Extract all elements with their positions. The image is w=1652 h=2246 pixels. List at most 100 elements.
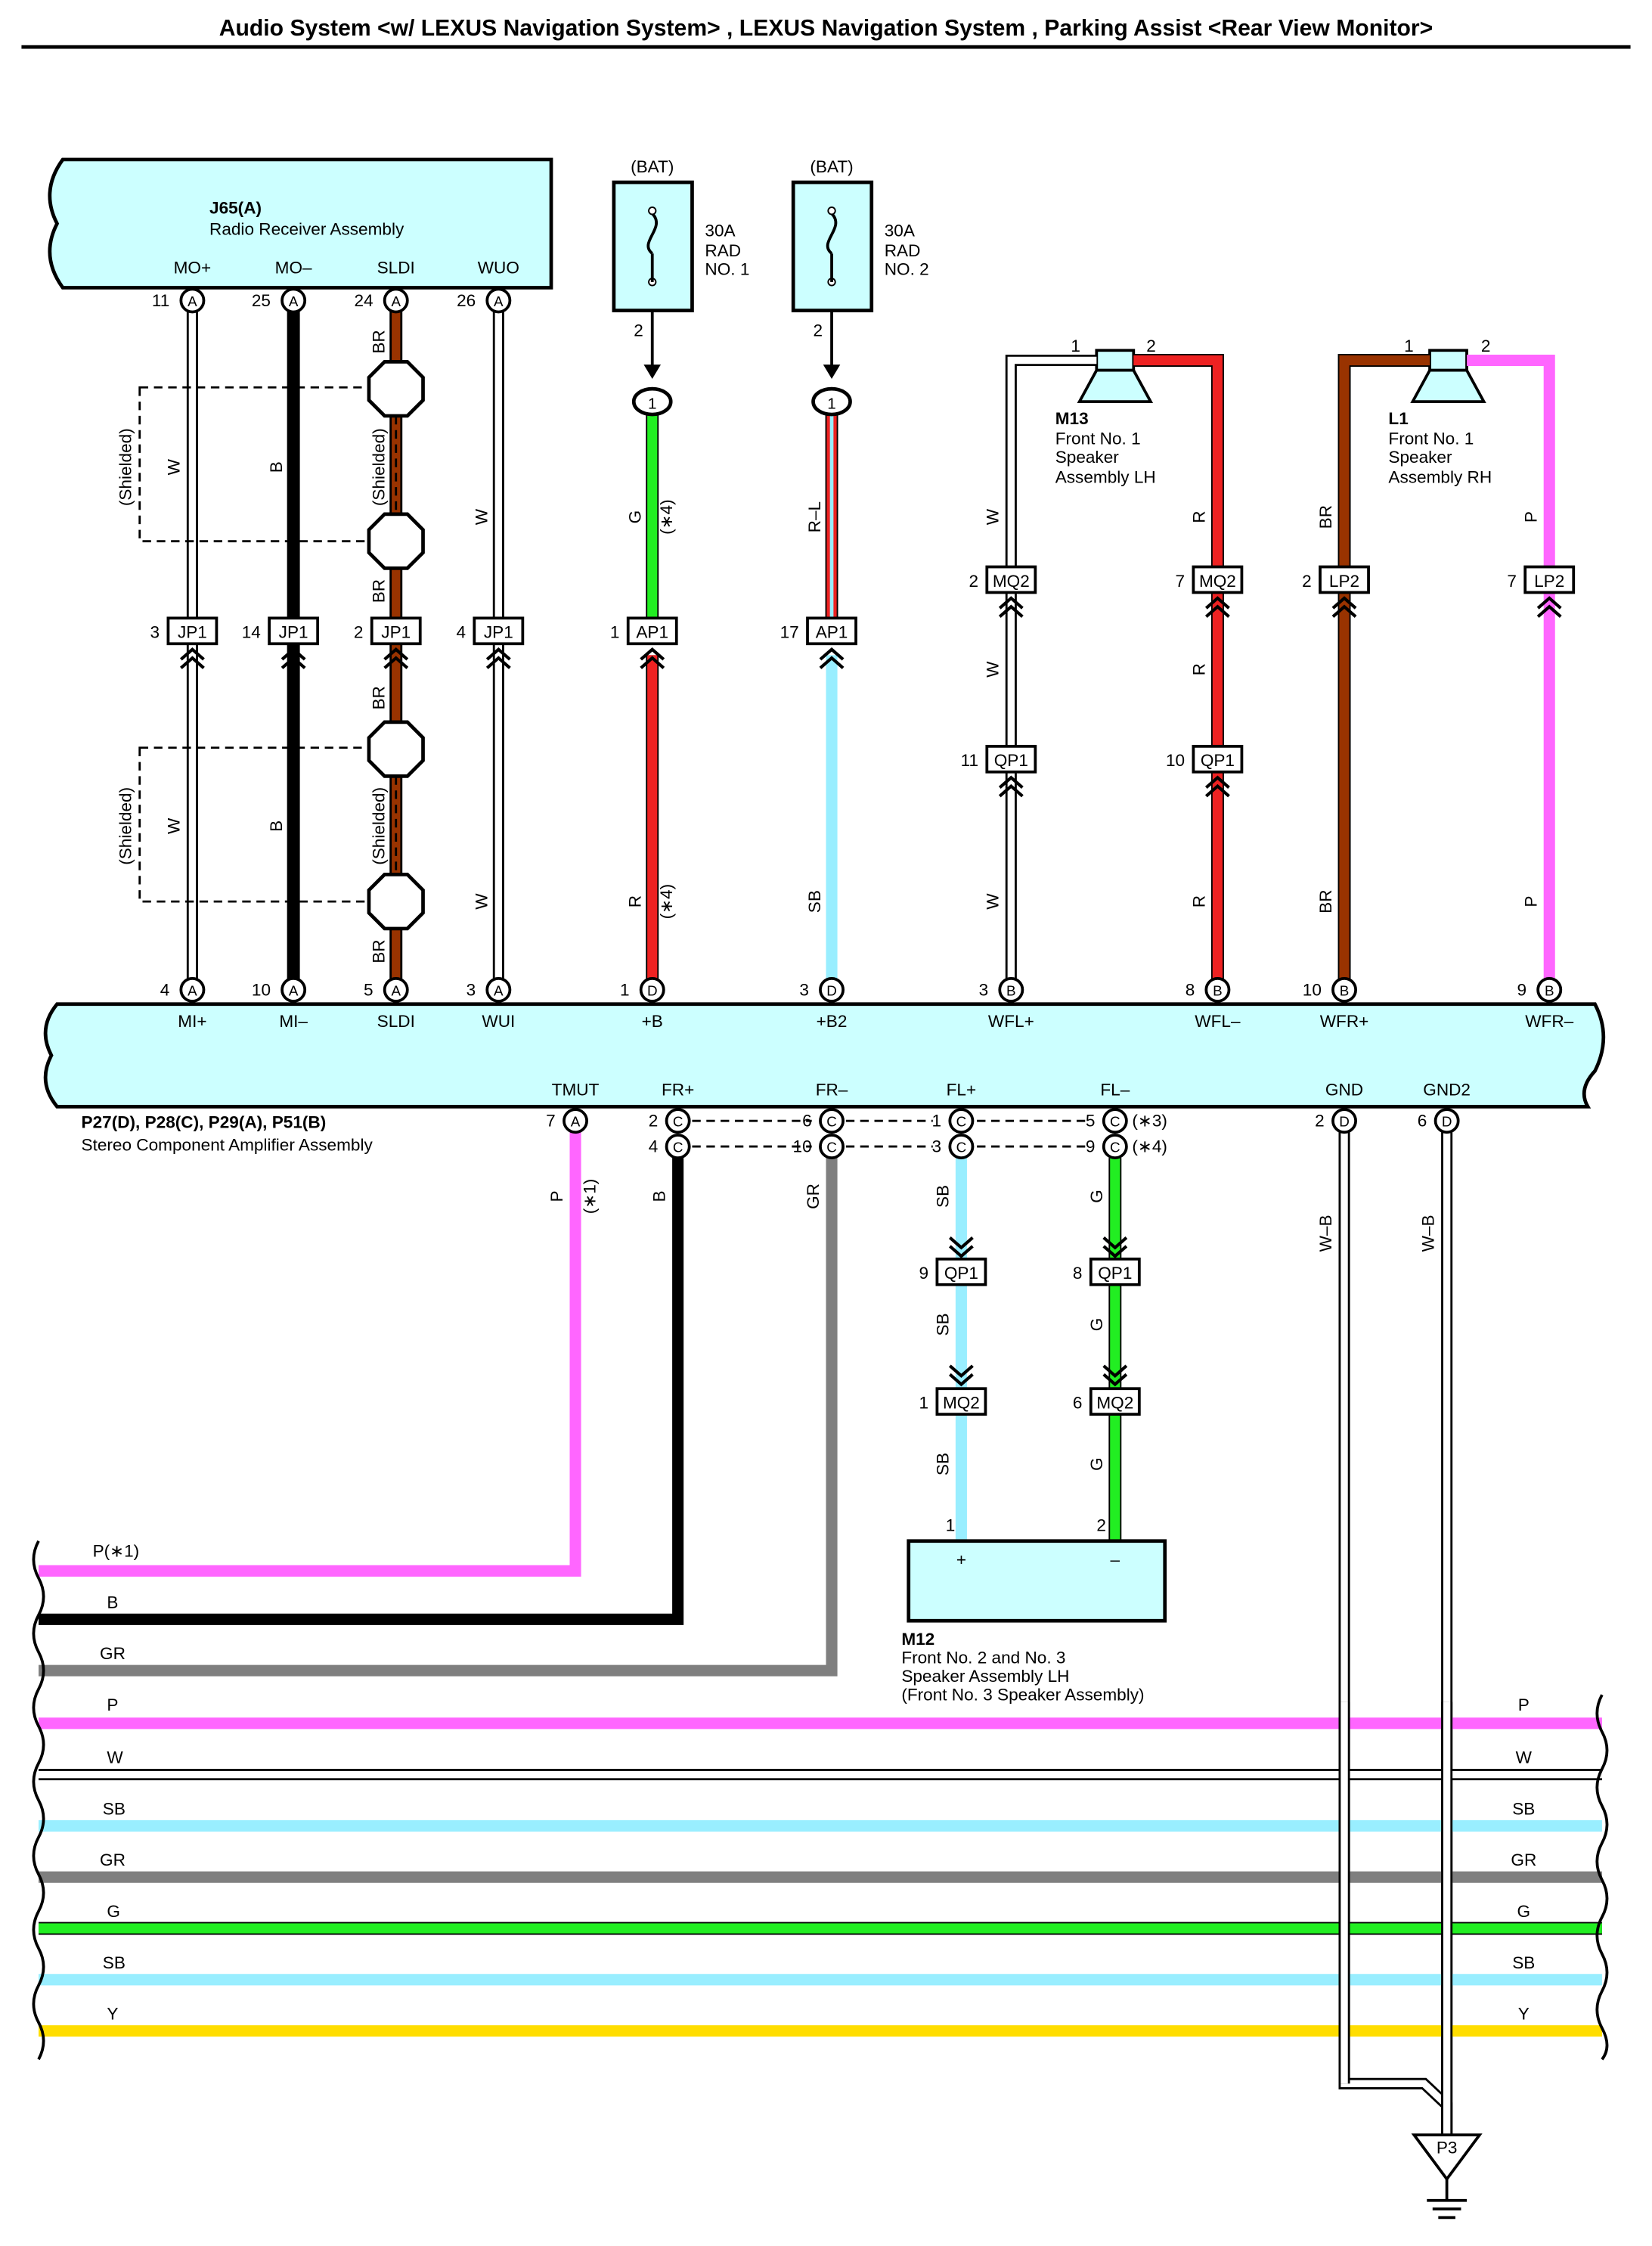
pin-label: TMUT bbox=[552, 1080, 600, 1099]
fuse-rating: 30A bbox=[885, 222, 916, 240]
harness-label: B bbox=[107, 1593, 118, 1612]
pin-number: 5 bbox=[364, 980, 373, 999]
wire-label: R–L bbox=[805, 501, 824, 532]
pin-letter: A bbox=[188, 982, 197, 998]
junction-connector bbox=[811, 386, 852, 417]
harness-label: Y bbox=[1518, 2005, 1530, 2024]
harness-label: SB bbox=[103, 1799, 126, 1818]
wire-label: B bbox=[650, 1190, 669, 1202]
speaker-desc: Front No. 2 and No. 3 bbox=[901, 1649, 1065, 1667]
harness-label: GR bbox=[100, 1850, 126, 1869]
pin-label: WFL– bbox=[1195, 1012, 1241, 1031]
wire-label: B bbox=[267, 461, 286, 473]
connector-pin: 7 bbox=[1176, 572, 1186, 591]
shielded-label: (Shielded) bbox=[116, 787, 135, 865]
radio-pin-label: MO– bbox=[275, 259, 312, 278]
wire-label: BR bbox=[1316, 889, 1335, 913]
wire-label: W bbox=[983, 508, 1002, 525]
connector-ap1-row: AP1 1 AP1 17 bbox=[610, 616, 857, 668]
connector-pin: 11 bbox=[961, 751, 978, 770]
radio-name: Radio Receiver Assembly bbox=[209, 220, 404, 239]
pin-number: 1 bbox=[620, 980, 630, 999]
pin-letter: D bbox=[1339, 1114, 1350, 1130]
speaker-pin: 2 bbox=[1096, 1516, 1106, 1535]
wire-label: R bbox=[1189, 895, 1208, 907]
speaker-code: M13 bbox=[1055, 409, 1089, 428]
connector-jp1-row: JP1 3 JP1 14 JP1 2 JP1 4 bbox=[150, 616, 525, 668]
pin-number: 4 bbox=[649, 1137, 659, 1156]
pin-letter: D bbox=[647, 982, 658, 998]
wire-label: R bbox=[1189, 510, 1208, 523]
connector-pin: 2 bbox=[1302, 572, 1312, 591]
connector-pin: 1 bbox=[919, 1394, 929, 1413]
wire-label: SB bbox=[933, 1185, 952, 1208]
connector-name: JP1 bbox=[381, 623, 411, 642]
pin-number: 6 bbox=[802, 1112, 812, 1131]
wire-label: G bbox=[1087, 1318, 1106, 1332]
radio-pin-label: MO+ bbox=[174, 259, 212, 278]
wire-label: R bbox=[1189, 663, 1208, 675]
junction-pin: 1 bbox=[648, 396, 657, 413]
pin-letter: B bbox=[1006, 982, 1016, 998]
connector-name: MQ2 bbox=[993, 572, 1030, 591]
harness-right-labels: P W SB GR G SB Y bbox=[1511, 1695, 1536, 2024]
connector-pin: 6 bbox=[1073, 1394, 1083, 1413]
pin-number: 9 bbox=[1086, 1137, 1096, 1156]
connector-pin: 7 bbox=[1507, 572, 1517, 591]
amplifier-name: Stereo Component Amplifier Assembly bbox=[82, 1136, 373, 1155]
connector-name: JP1 bbox=[279, 623, 308, 642]
harness-label: G bbox=[107, 1902, 120, 1921]
wire-label: G bbox=[1087, 1457, 1106, 1471]
speaker-m12: 1 2 + – M12 Front No. 2 and No. 3 Speake… bbox=[901, 1516, 1167, 1705]
wire-label: GR bbox=[804, 1183, 823, 1209]
connector-pin: 1 bbox=[610, 623, 620, 642]
pin-letter: C bbox=[673, 1114, 683, 1130]
amplifier-code: P27(D), P28(C), P29(A), P51(B) bbox=[82, 1113, 327, 1132]
pin-letter: A bbox=[188, 293, 197, 309]
pin-label: WFR+ bbox=[1320, 1012, 1369, 1031]
wire-label: SB bbox=[805, 890, 824, 913]
pin-number: 7 bbox=[546, 1112, 556, 1131]
pin-letter: D bbox=[1442, 1114, 1452, 1130]
connector-name: MQ2 bbox=[1096, 1394, 1133, 1413]
wire-label: P bbox=[1521, 511, 1540, 523]
connector-name: MQ2 bbox=[943, 1394, 980, 1413]
fuse-rating: 30A bbox=[705, 222, 736, 240]
connector-qp1-top-row: QP1 11 QP1 10 bbox=[961, 744, 1244, 796]
connector-name: QP1 bbox=[1201, 751, 1235, 770]
speaker-code: L1 bbox=[1388, 409, 1408, 428]
speaker-desc: Speaker bbox=[1388, 448, 1452, 467]
connector-pin: 4 bbox=[456, 623, 466, 642]
connector-mq2-lp2-row: MQ2 2 MQ2 7 LP2 2 LP2 7 bbox=[969, 565, 1576, 617]
wire-label: SB bbox=[933, 1453, 952, 1475]
wire-label: BR bbox=[370, 579, 389, 603]
pin-number: 6 bbox=[1418, 1112, 1427, 1131]
harness-label: G bbox=[1517, 1902, 1531, 1921]
pin-label: MI+ bbox=[178, 1012, 206, 1031]
pin-number: 11 bbox=[152, 291, 169, 310]
speaker-desc: Front No. 1 bbox=[1388, 430, 1474, 448]
pin-letter: C bbox=[956, 1114, 967, 1130]
wire-label: G bbox=[626, 510, 645, 524]
pin-number: 2 bbox=[649, 1112, 659, 1131]
pin-number: 26 bbox=[457, 291, 476, 310]
wire-label: B bbox=[267, 821, 286, 832]
wire-label: W bbox=[983, 661, 1002, 678]
pin-letter: C bbox=[826, 1114, 837, 1130]
radio-code: J65(A) bbox=[209, 198, 262, 217]
pin-letter: A bbox=[391, 982, 401, 998]
pin-letter: A bbox=[289, 293, 299, 309]
pin-label: FR+ bbox=[662, 1080, 694, 1099]
pin-note: (∗4) bbox=[1132, 1137, 1167, 1156]
harness-label: GR bbox=[100, 1644, 126, 1663]
fuse-name: NO. 2 bbox=[885, 259, 929, 278]
connector-name: AP1 bbox=[636, 623, 668, 642]
pin-label: GND2 bbox=[1423, 1080, 1471, 1099]
wire-label: P bbox=[547, 1190, 566, 1202]
speaker-desc: (Front No. 3 Speaker Assembly) bbox=[901, 1686, 1144, 1705]
pin-label: +B2 bbox=[817, 1012, 848, 1031]
pin-number: 4 bbox=[160, 980, 170, 999]
wire-note: (∗4) bbox=[657, 884, 676, 920]
